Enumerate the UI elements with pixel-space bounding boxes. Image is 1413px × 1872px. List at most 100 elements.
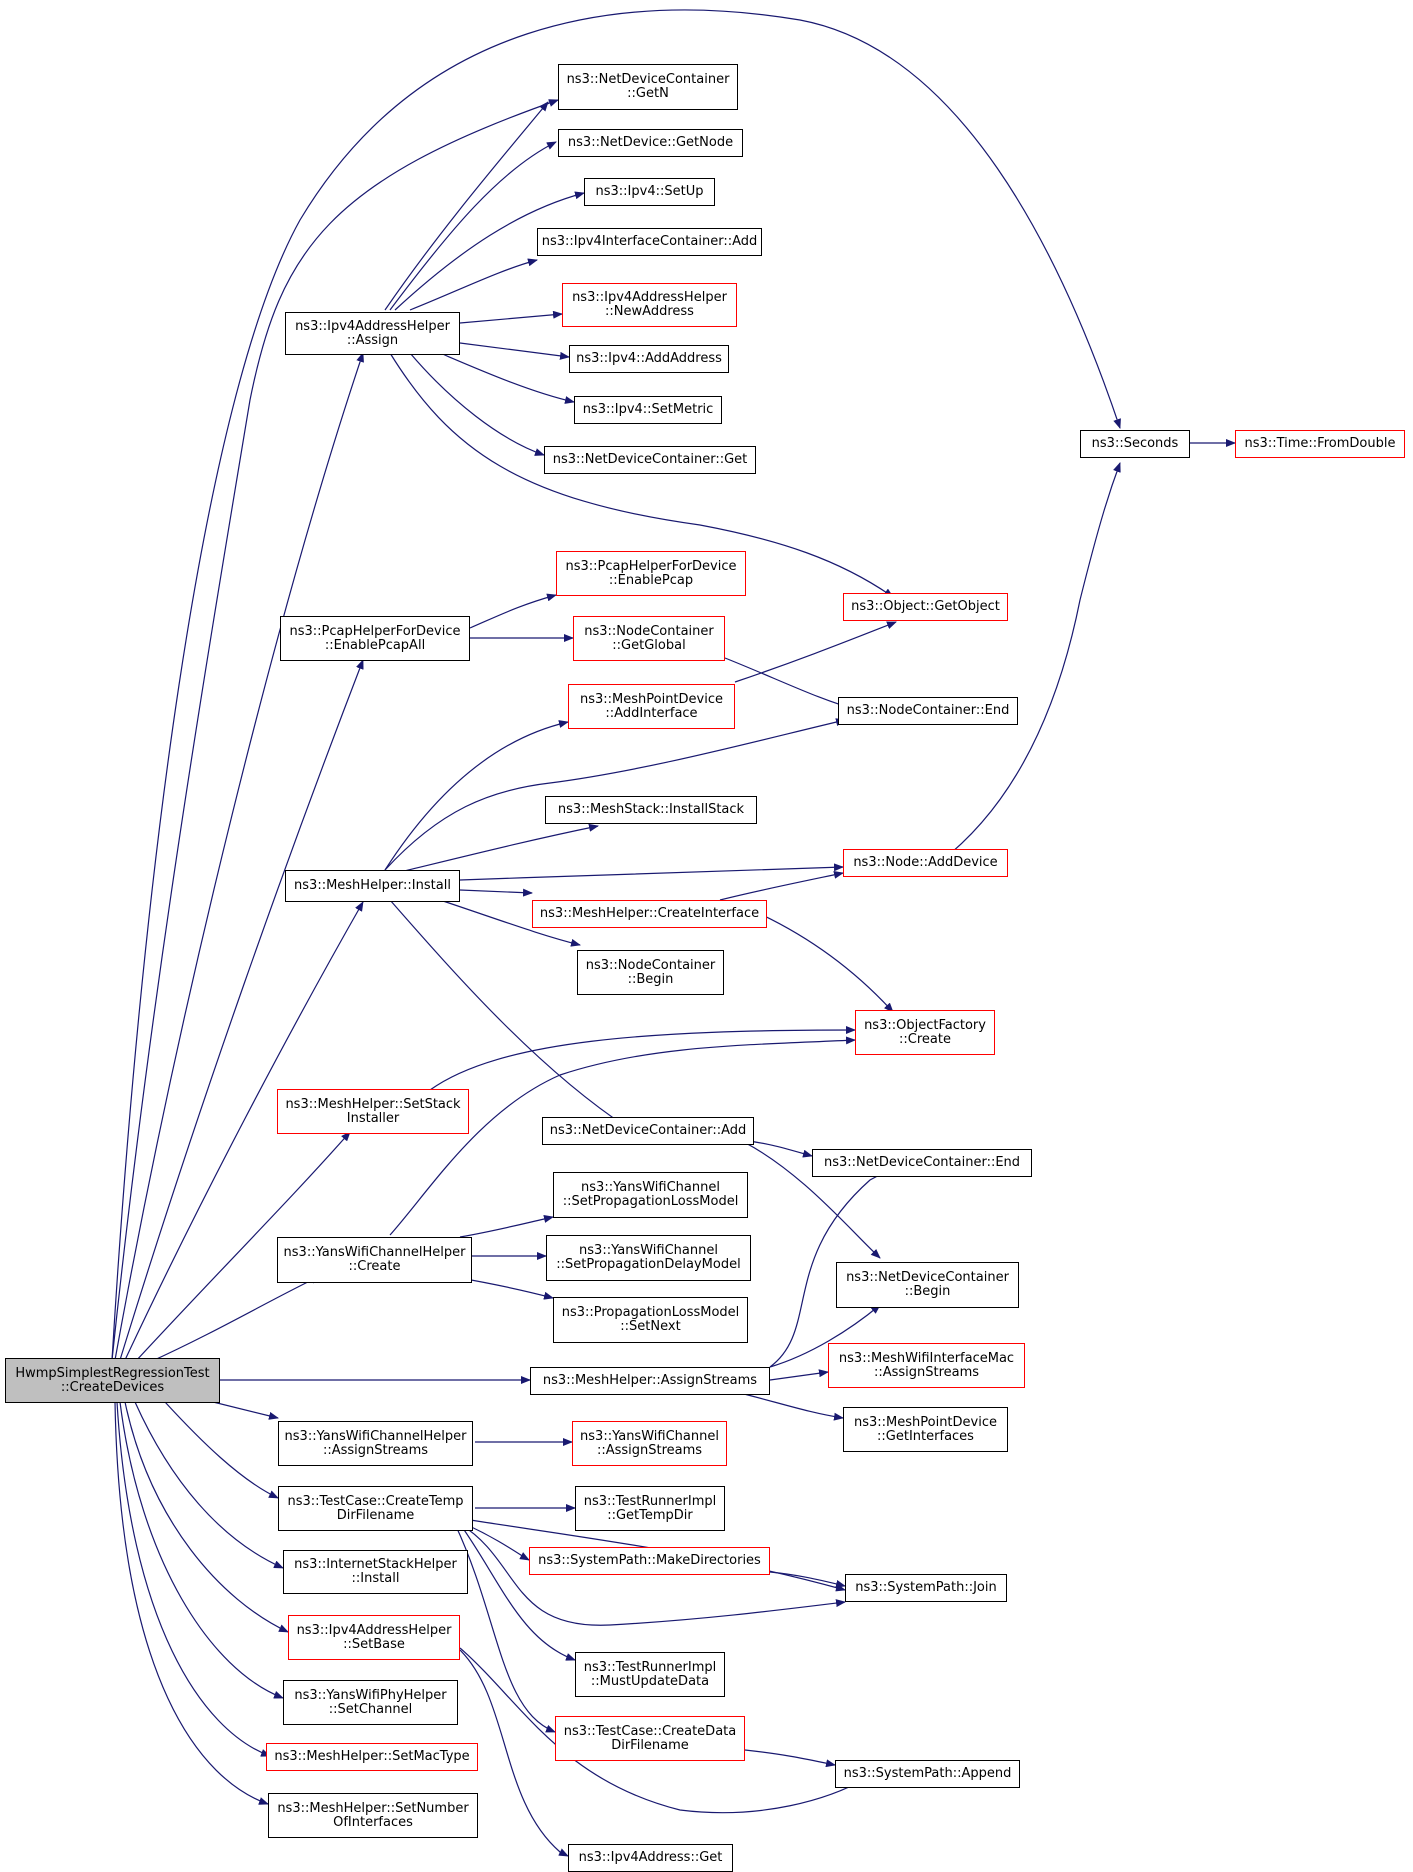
edge-root-getn	[111, 99, 559, 1361]
node-ipv4ic-add[interactable]: ns3::Ipv4InterfaceContainer::Add	[537, 228, 762, 256]
edge-root-setmactype	[116, 1401, 271, 1757]
node-label-line: ::MustUpdateData	[590, 1673, 710, 1689]
node-label-line: ns3::Seconds	[1091, 436, 1179, 451]
node-label-line: ::Begin	[627, 971, 674, 987]
node-label-line: ns3::Time::FromDouble	[1244, 436, 1396, 451]
node-pcap-enable[interactable]: ns3::PcapHelperForDevice::EnablePcap	[556, 551, 746, 596]
node-label-line: ns3::NetDeviceContainer::Get	[552, 452, 748, 467]
node-ywc-setploss[interactable]: ns3::YansWifiChannel::SetPropagationLoss…	[553, 1172, 748, 1218]
edge-root-mhinstall	[124, 901, 364, 1361]
node-label-line: ns3::SystemPath::Append	[843, 1766, 1012, 1781]
node-mpd-getifs[interactable]: ns3::MeshPointDevice::GetInterfaces	[843, 1407, 1008, 1452]
edge-assign-setup	[394, 191, 585, 311]
node-label-line: ::GetTempDir	[607, 1507, 693, 1523]
node-ipv4ah-setbase[interactable]: ns3::Ipv4AddressHelper::SetBase	[288, 1615, 460, 1660]
node-ywch-create[interactable]: ns3::YansWifiChannelHelper::Create	[277, 1237, 472, 1283]
edge-ndcadd-ndcbegin	[739, 1139, 881, 1259]
node-ndc-getn[interactable]: ns3::NetDeviceContainer::GetN	[558, 64, 738, 110]
node-sp-join[interactable]: ns3::SystemPath::Join	[845, 1574, 1007, 1602]
node-ms-installstack[interactable]: ns3::MeshStack::InstallStack	[545, 796, 757, 824]
node-ywc-assignstreams[interactable]: ns3::YansWifiChannel::AssignStreams	[572, 1421, 727, 1466]
node-tri-gettempdir[interactable]: ns3::TestRunnerImpl::GetTempDir	[575, 1486, 725, 1531]
node-ipv4addr-get[interactable]: ns3::Ipv4Address::Get	[568, 1844, 733, 1872]
node-label-line: ns3::Object::GetObject	[851, 599, 1000, 614]
node-mwim-assignstreams[interactable]: ns3::MeshWifiInterfaceMac::AssignStreams	[828, 1343, 1025, 1388]
edge-pcapall-enable	[469, 593, 557, 629]
node-label-line: OfInterfaces	[333, 1814, 413, 1830]
node-obj-getobject[interactable]: ns3::Object::GetObject	[843, 593, 1008, 621]
node-plm-setnext[interactable]: ns3::PropagationLossModel::SetNext	[553, 1297, 748, 1343]
edge-root-setnumif	[114, 1401, 269, 1805]
node-label-line: ns3::InternetStackHelper	[294, 1557, 457, 1572]
node-label-line: ns3::MeshHelper::AssignStreams	[542, 1373, 758, 1388]
node-nc-end[interactable]: ns3::NodeContainer::End	[838, 697, 1018, 725]
edge-assign-addaddr	[459, 342, 570, 360]
edge-createif-adddevice	[719, 870, 844, 901]
node-mh-setmactype[interactable]: ns3::MeshHelper::SetMacType	[266, 1743, 478, 1771]
node-nc-global[interactable]: ns3::NodeContainer::GetGlobal	[573, 616, 725, 661]
node-label-line: ::CreateDevices	[60, 1379, 165, 1395]
edge-install-ndcadd	[389, 899, 629, 1129]
node-ipv4-setmetric[interactable]: ns3::Ipv4::SetMetric	[574, 396, 722, 424]
node-ndc-add[interactable]: ns3::NetDeviceContainer::Add	[542, 1117, 754, 1145]
node-ipv4ah-assign[interactable]: ns3::Ipv4AddressHelper::Assign	[285, 312, 460, 355]
node-of-create[interactable]: ns3::ObjectFactory::Create	[855, 1010, 995, 1055]
node-sp-makedirs[interactable]: ns3::SystemPath::MakeDirectories	[529, 1547, 770, 1575]
node-ipv4-addaddr[interactable]: ns3::Ipv4::AddAddress	[569, 345, 729, 373]
node-label-line: ns3::TestRunnerImpl	[583, 1493, 717, 1509]
node-mpd-addif[interactable]: ns3::MeshPointDevice::AddInterface	[568, 684, 735, 729]
edge-makedirs-join	[769, 1571, 846, 1588]
node-label-line: ns3::YansWifiChannel	[581, 1180, 720, 1195]
edge-setbase-append	[459, 1647, 871, 1814]
node-label-line: ns3::Node::AddDevice	[853, 855, 998, 870]
edge-ywchcreate-ofcreate	[389, 1036, 856, 1236]
node-mh-createif[interactable]: ns3::MeshHelper::CreateInterface	[532, 900, 767, 928]
node-ipv4-setup[interactable]: ns3::Ipv4::SetUp	[584, 178, 715, 206]
node-label-line: ::Assign	[346, 332, 399, 348]
node-ipv4ah-newaddr[interactable]: ns3::Ipv4AddressHelper::NewAddress	[562, 283, 737, 327]
node-label-line: ::GetGlobal	[612, 637, 686, 653]
node-label-line: ns3::Ipv4InterfaceContainer::Add	[541, 234, 758, 249]
node-label-line: ns3::MeshHelper::Install	[294, 878, 451, 893]
node-label-line: ns3::Ipv4::SetUp	[595, 184, 704, 199]
edge-setstack-ofcreate	[429, 1026, 856, 1091]
node-ish-install[interactable]: ns3::InternetStackHelper::Install	[283, 1550, 468, 1594]
node-ywph-setchannel[interactable]: ns3::YansWifiPhyHelper::SetChannel	[283, 1680, 458, 1725]
node-nd-getnode[interactable]: ns3::NetDevice::GetNode	[558, 129, 743, 157]
node-label-line: ns3::TestRunnerImpl	[583, 1659, 717, 1675]
node-ndc-end[interactable]: ns3::NetDeviceContainer::End	[812, 1149, 1032, 1177]
node-ywc-setpdelay[interactable]: ns3::YansWifiChannel::SetPropagationDela…	[546, 1235, 751, 1281]
node-label-line: ns3::YansWifiPhyHelper	[294, 1687, 447, 1703]
node-mh-install[interactable]: ns3::MeshHelper::Install	[285, 870, 460, 902]
node-pcap-enableall[interactable]: ns3::PcapHelperForDevice::EnablePcapAll	[280, 616, 470, 661]
node-node-adddevice[interactable]: ns3::Node::AddDevice	[843, 849, 1008, 877]
node-label-line: ns3::YansWifiChannelHelper	[283, 1245, 466, 1260]
node-ywch-assignstreams[interactable]: ns3::YansWifiChannelHelper::AssignStream…	[278, 1421, 473, 1466]
edge-mhassign-mwim	[769, 1369, 829, 1381]
node-label-line: ns3::YansWifiChannelHelper	[284, 1428, 467, 1444]
node-label-line: ns3::NodeContainer::End	[846, 703, 1010, 718]
edge-root-seconds	[111, 9, 1121, 1361]
node-sp-append[interactable]: ns3::SystemPath::Append	[835, 1760, 1020, 1788]
node-label-line: ns3::Ipv4AddressHelper	[296, 1622, 452, 1638]
edge-root-setchannel	[119, 1401, 284, 1699]
node-root[interactable]: HwmpSimplestRegressionTest::CreateDevice…	[5, 1358, 220, 1403]
node-label-line: ns3::PcapHelperForDevice	[565, 558, 737, 574]
node-tri-mustupdate[interactable]: ns3::TestRunnerImpl::MustUpdateData	[575, 1652, 725, 1697]
node-seconds[interactable]: ns3::Seconds	[1080, 430, 1190, 458]
node-fromdouble[interactable]: ns3::Time::FromDouble	[1235, 430, 1405, 458]
node-label-line: ns3::NodeContainer	[584, 623, 714, 639]
node-label-line: ns3::MeshPointDevice	[853, 1414, 997, 1430]
node-mh-assignstreams[interactable]: ns3::MeshHelper::AssignStreams	[530, 1367, 770, 1395]
node-label-line: ::EnablePcapAll	[324, 637, 426, 653]
node-nc-begin[interactable]: ns3::NodeContainer::Begin	[577, 950, 724, 995]
node-ndc-begin[interactable]: ns3::NetDeviceContainer::Begin	[836, 1262, 1019, 1308]
node-ndc-get[interactable]: ns3::NetDeviceContainer::Get	[544, 446, 756, 474]
node-label-line: ns3::MeshPointDevice	[579, 691, 723, 707]
edge-tctemp-createdata	[454, 1523, 556, 1733]
